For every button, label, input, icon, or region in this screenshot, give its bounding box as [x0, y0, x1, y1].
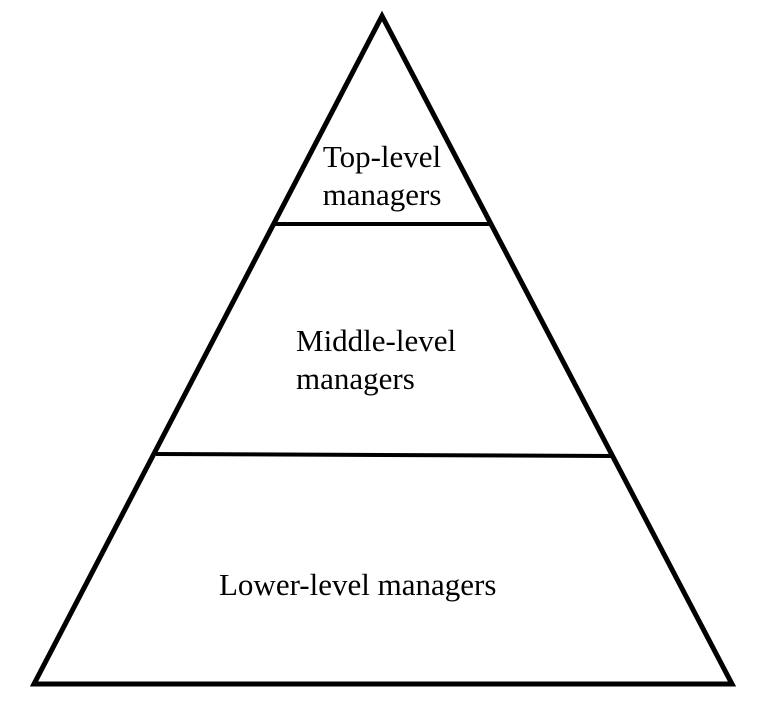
top-level-label-line1: Top-level: [322, 139, 442, 174]
top-level-managers-label: Top-level managers: [312, 138, 452, 214]
lower-level-managers-label: Lower-level managers: [219, 566, 496, 604]
middle-divider-line: [155, 452, 613, 458]
middle-level-label-line1: Middle-level: [296, 323, 457, 358]
middle-level-label-line2: managers: [296, 361, 415, 396]
top-level-label-line2: managers: [322, 177, 442, 212]
pyramid-outline: [29, 10, 737, 687]
middle-level-managers-label: Middle-level managers: [296, 322, 456, 398]
lower-level-label-line1: Lower-level managers: [219, 567, 497, 602]
